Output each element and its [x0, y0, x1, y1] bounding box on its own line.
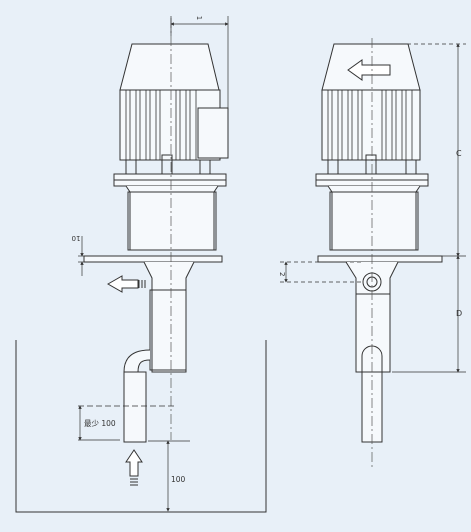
left-pump-view — [83, 43, 229, 486]
offset-dimension-label: 2 — [278, 272, 286, 276]
left-terminal-box — [197, 107, 229, 159]
min-depth-dimension — [78, 405, 174, 441]
right-motor-body — [321, 89, 421, 161]
rotation-arrow-icon — [347, 59, 391, 81]
tank-outline — [15, 340, 267, 513]
left-motor-fan-cover — [119, 43, 220, 91]
left-mounting-plate — [83, 255, 223, 263]
left-bracket — [125, 185, 219, 251]
dimension-c-label: C — [456, 149, 462, 158]
min-depth-label: 最少 100 — [84, 419, 116, 428]
right-mounting-plate — [317, 255, 443, 263]
top-dimension-label: 1 — [195, 16, 203, 20]
right-motor-fins — [327, 90, 413, 160]
right-pump-view — [315, 43, 443, 443]
bottom-clearance-label: 100 — [171, 475, 186, 484]
flange-thickness-label: 10 — [72, 234, 81, 242]
left-suction-elbow — [123, 349, 151, 373]
flange-thickness-dimension — [78, 236, 90, 276]
inlet-arrow-icon — [125, 449, 143, 486]
right-dimensions — [280, 43, 466, 373]
bottom-clearance-dimension — [148, 440, 190, 512]
outlet-arrow-icon — [106, 275, 146, 293]
right-bracket — [327, 185, 421, 251]
dimension-d-label: D — [456, 309, 462, 318]
left-motor-fins — [125, 90, 197, 160]
top-dimension — [170, 16, 229, 110]
